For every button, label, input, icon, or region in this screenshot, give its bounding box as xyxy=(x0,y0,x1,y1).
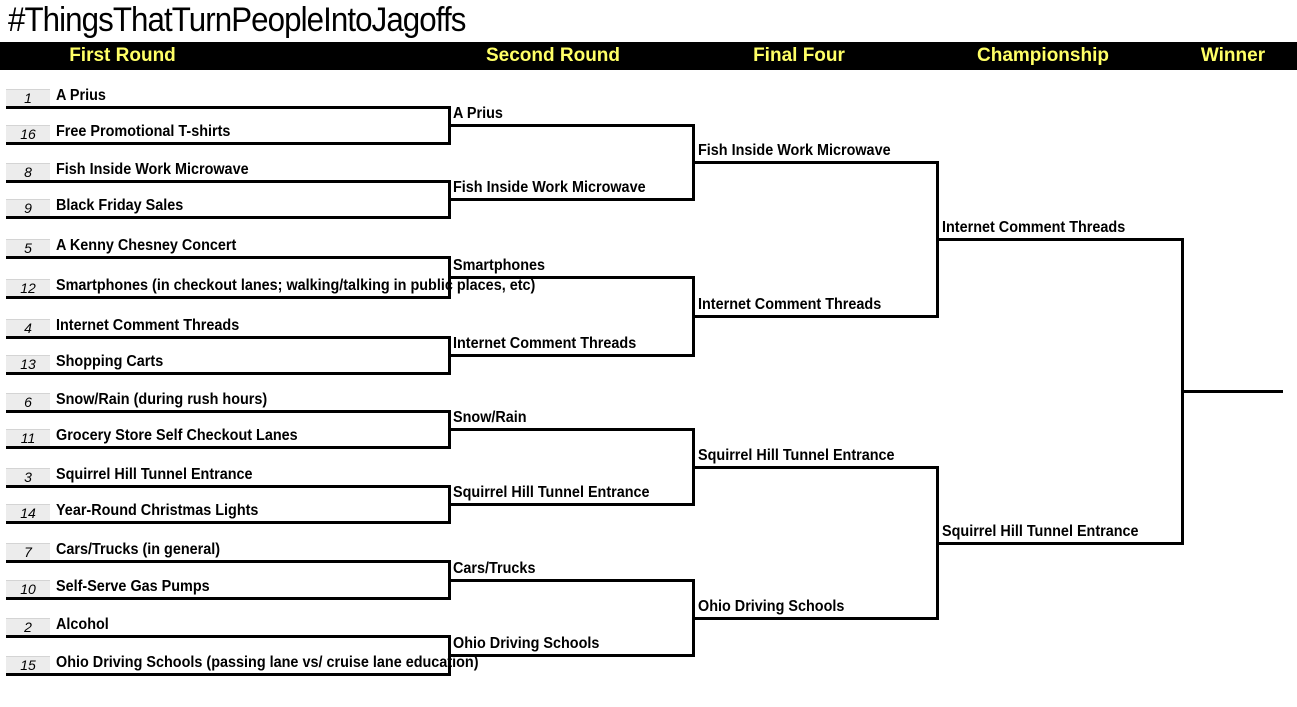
round-header-first: First Round xyxy=(69,45,176,66)
first-round-line xyxy=(6,446,451,449)
round-header-winner: Winner xyxy=(1200,45,1266,66)
first-round-entry: Year-Round Christmas Lights xyxy=(56,502,259,519)
second-round-entry: Squirrel Hill Tunnel Entrance xyxy=(453,484,650,501)
first-round-line xyxy=(6,635,451,638)
round-header-bar: First Round Second Round Final Four Cham… xyxy=(0,42,1297,70)
seed-number: 5 xyxy=(6,239,50,256)
final-four-line xyxy=(692,466,939,469)
first-round-entry: Squirrel Hill Tunnel Entrance xyxy=(56,466,253,483)
seed-number: 14 xyxy=(6,504,50,521)
seed-number: 4 xyxy=(6,319,50,336)
second-round-line xyxy=(448,354,695,357)
second-round-line xyxy=(448,503,695,506)
first-round-line xyxy=(6,216,451,219)
seed-number: 7 xyxy=(6,543,50,560)
first-round-entry: Alcohol xyxy=(56,616,109,633)
seed-number: 3 xyxy=(6,468,50,485)
first-round-entry: Free Promotional T-shirts xyxy=(56,123,231,140)
first-round-line xyxy=(6,296,451,299)
championship-line xyxy=(936,542,1184,545)
first-round-line xyxy=(6,336,451,339)
first-round-line xyxy=(6,560,451,563)
seed-number: 8 xyxy=(6,163,50,180)
second-round-line xyxy=(448,276,695,279)
first-round-line xyxy=(6,372,451,375)
first-round-entry: Internet Comment Threads xyxy=(56,317,240,334)
first-round-entry: Shopping Carts xyxy=(56,353,164,370)
second-round-entry: Cars/Trucks xyxy=(453,560,536,577)
second-round-line xyxy=(448,198,695,201)
final-four-entry: Fish Inside Work Microwave xyxy=(698,142,891,159)
seed-number: 6 xyxy=(6,393,50,410)
first-round-entry: A Prius xyxy=(56,87,106,104)
seed-number: 11 xyxy=(6,429,50,446)
first-round-entry: Self-Serve Gas Pumps xyxy=(56,578,210,595)
final-four-line xyxy=(692,315,939,318)
round-header-championship: Championship xyxy=(977,45,1109,66)
first-round-line xyxy=(6,410,451,413)
first-round-entry: Ohio Driving Schools (passing lane vs/ c… xyxy=(56,654,479,671)
second-round-line xyxy=(448,124,695,127)
winner-line xyxy=(1181,390,1283,393)
final-four-entry: Squirrel Hill Tunnel Entrance xyxy=(698,447,895,464)
championship-entry: Squirrel Hill Tunnel Entrance xyxy=(942,523,1139,540)
first-round-line xyxy=(6,256,451,259)
second-round-entry: Ohio Driving Schools xyxy=(453,635,600,652)
first-round-line xyxy=(6,521,451,524)
seed-number: 16 xyxy=(6,125,50,142)
seed-number: 10 xyxy=(6,580,50,597)
seed-number: 13 xyxy=(6,355,50,372)
first-round-entry: Cars/Trucks (in general) xyxy=(56,541,221,558)
seed-number: 9 xyxy=(6,199,50,216)
second-round-entry: Snow/Rain xyxy=(453,409,527,426)
second-round-entry: Fish Inside Work Microwave xyxy=(453,179,646,196)
first-round-entry: A Kenny Chesney Concert xyxy=(56,237,237,254)
second-round-entry: A Prius xyxy=(453,105,503,122)
first-round-entry: Smartphones (in checkout lanes; walking/… xyxy=(56,277,536,294)
final-four-entry: Internet Comment Threads xyxy=(698,296,882,313)
seed-number: 2 xyxy=(6,618,50,635)
seed-number: 12 xyxy=(6,279,50,296)
first-round-entry: Black Friday Sales xyxy=(56,197,184,214)
round-header-second: Second Round xyxy=(485,45,621,66)
second-round-line xyxy=(448,654,695,657)
seed-number: 15 xyxy=(6,656,50,673)
final-four-line xyxy=(692,161,939,164)
first-round-entry: Grocery Store Self Checkout Lanes xyxy=(56,427,298,444)
first-round-line xyxy=(6,673,451,676)
first-round-line xyxy=(6,180,451,183)
final-four-entry: Ohio Driving Schools xyxy=(698,598,845,615)
bracket-title: #ThingsThatTurnPeopleIntoJagoffs xyxy=(8,1,466,39)
first-round-line xyxy=(6,597,451,600)
round-header-final-four: Final Four xyxy=(753,45,845,66)
second-round-entry: Smartphones xyxy=(453,257,546,274)
first-round-line xyxy=(6,142,451,145)
championship-entry: Internet Comment Threads xyxy=(942,219,1126,236)
seed-number: 1 xyxy=(6,89,50,106)
championship-line xyxy=(936,238,1184,241)
final-four-line xyxy=(692,617,939,620)
second-round-line xyxy=(448,579,695,582)
first-round-line xyxy=(6,106,451,109)
first-round-entry: Snow/Rain (during rush hours) xyxy=(56,391,268,408)
first-round-line xyxy=(6,485,451,488)
second-round-line xyxy=(448,428,695,431)
second-round-entry: Internet Comment Threads xyxy=(453,335,637,352)
first-round-entry: Fish Inside Work Microwave xyxy=(56,161,249,178)
